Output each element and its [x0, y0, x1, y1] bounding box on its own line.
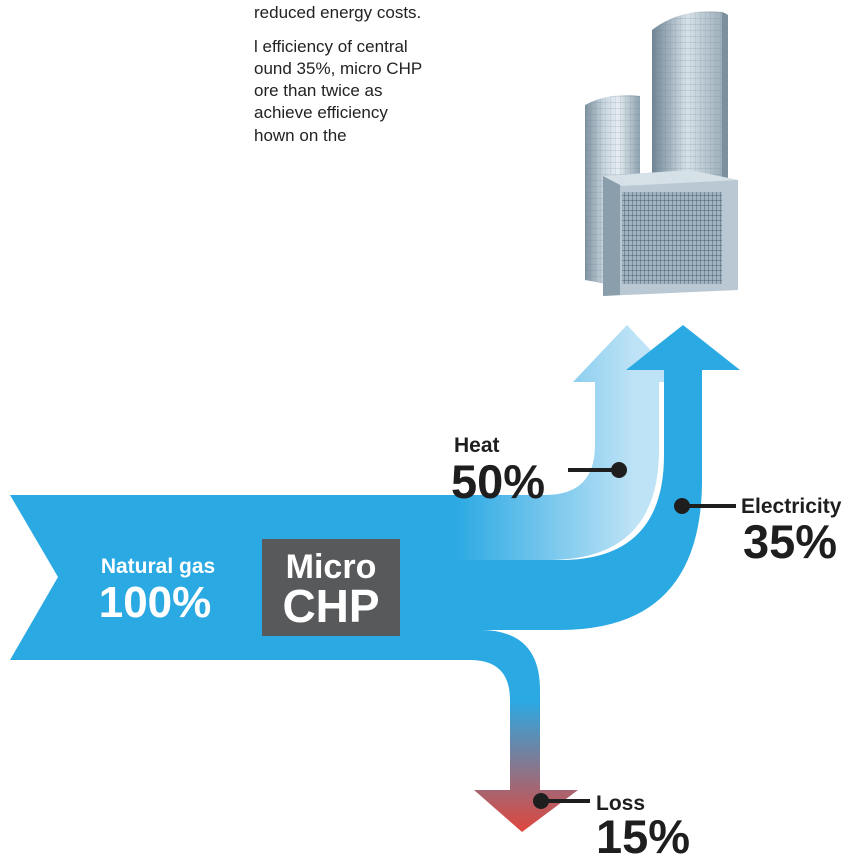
- micro-chp-line2: CHP: [282, 580, 379, 632]
- heat-label: Heat: [454, 434, 500, 457]
- intro-line: hown on the: [254, 126, 347, 145]
- electricity-label: Electricity: [741, 495, 842, 518]
- heat-callout: Heat 50%: [451, 434, 627, 508]
- electricity-callout: Electricity 35%: [674, 495, 842, 568]
- intro-line: ore than twice as: [254, 81, 383, 100]
- heat-flow-arrow: [380, 325, 681, 560]
- heat-value: 50%: [451, 455, 545, 508]
- natural-gas-label-group: Natural gas 100%: [99, 555, 215, 627]
- electricity-marker-dot: [674, 498, 690, 514]
- intro-line: l efficiency of central: [254, 37, 408, 56]
- loss-label: Loss: [596, 792, 645, 815]
- loss-marker-dot: [533, 793, 549, 809]
- loss-value: 15%: [596, 810, 690, 859]
- natural-gas-value: 100%: [99, 578, 212, 627]
- electricity-value: 35%: [743, 515, 837, 568]
- intro-line: reduced energy costs.: [254, 3, 422, 22]
- micro-chp-unit: Micro CHP: [262, 539, 400, 636]
- natural-gas-label: Natural gas: [101, 555, 215, 578]
- micro-chp-box: [262, 539, 400, 636]
- intro-line: ound 35%, micro CHP: [254, 59, 423, 78]
- electricity-flow-arrow: [380, 325, 740, 630]
- loss-flow-arrow: [380, 630, 578, 832]
- intro-line: achieve efficiency: [254, 103, 388, 122]
- loss-callout: Loss 15%: [533, 792, 690, 859]
- office-building-icon: [585, 11, 738, 296]
- micro-chp-line1: Micro: [286, 548, 377, 586]
- heat-marker-dot: [611, 462, 627, 478]
